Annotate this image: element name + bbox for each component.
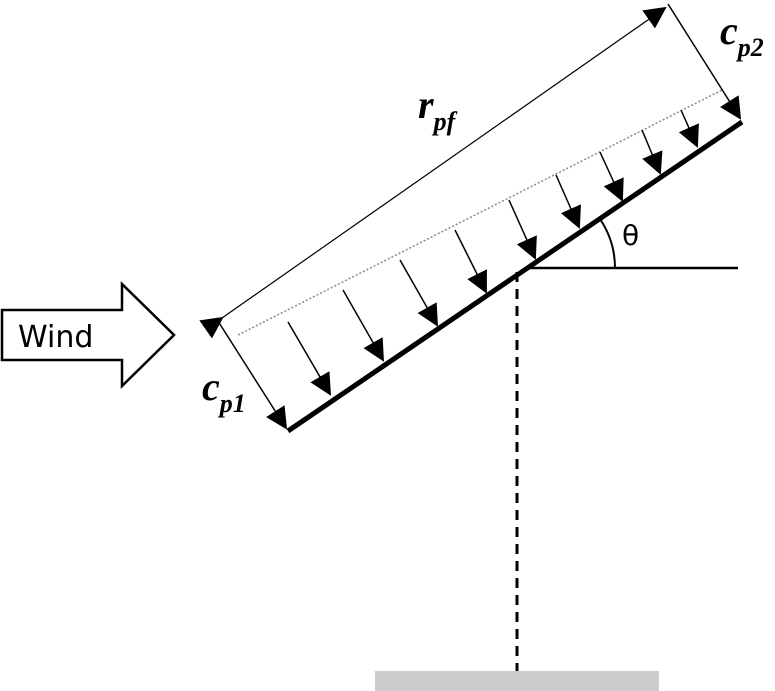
pressure-envelope-line [237, 89, 723, 336]
cp1-label: cp1 [202, 364, 246, 418]
wind-label: Wind [18, 320, 93, 355]
ground [375, 671, 659, 691]
cp2-extension-line [667, 3, 742, 120]
cp1-subscript: p1 [218, 389, 246, 418]
inclined-panel [286, 119, 744, 434]
pressure-arrow [641, 129, 663, 175]
cp2-symbol: c [720, 8, 738, 53]
rpf-dimension-line [199, 6, 667, 339]
pressure-arrow [342, 289, 384, 362]
rpf-label: rpf [418, 82, 458, 136]
pressure-arrow [454, 229, 487, 294]
rpf-symbol: r [418, 82, 434, 127]
pressure-arrow [678, 109, 699, 148]
cp2-subscript: p2 [736, 33, 764, 62]
rpf-subscript: pf [432, 107, 458, 136]
pressure-arrow [287, 321, 332, 396]
cp2-label: cp2 [720, 8, 764, 62]
pressure-arrow [555, 174, 581, 229]
cp1-extension-line [215, 317, 288, 430]
theta-label: θ [622, 219, 639, 252]
angle-arc [599, 218, 616, 269]
cp1-symbol: c [202, 364, 220, 409]
wind-arrow-shape [0, 281, 176, 389]
wind-arrow: Wind [0, 281, 176, 389]
pressure-arrow [599, 151, 624, 202]
pressure-arrow [399, 259, 438, 327]
pressure-arrow [508, 199, 537, 260]
pressure-arrows [287, 109, 699, 396]
